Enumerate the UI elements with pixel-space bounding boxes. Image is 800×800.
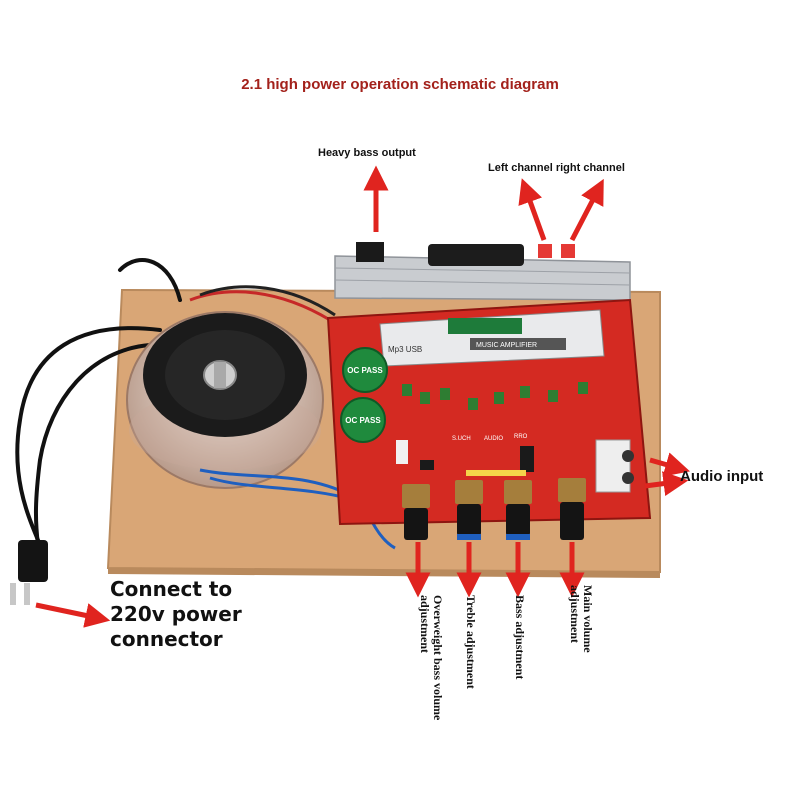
capacitor-1: OC PASS [342,347,388,393]
mp3-label: Mp3 USB [388,345,422,354]
arrow-left-channel [518,178,547,241]
audio-input-label: Audio input [680,468,764,485]
main-volume-label: Main volume adjustment [568,585,595,653]
audio-input-jacks [595,439,634,493]
power-label-line-2: 220v power [110,602,242,626]
heat-sink [334,244,631,301]
arrow-audio-input-1 [649,452,691,477]
svg-text:OC PASS: OC PASS [345,416,381,425]
power-cord [15,258,182,547]
toroidal-transformer [126,311,324,489]
knob-overweight-bass [402,484,430,540]
treble-adjustment-label: Treble adjustment [464,595,478,689]
left-channel-connector [538,244,552,258]
annotation-arrows [35,165,691,628]
silk-label-2: AUDIO [484,436,503,442]
power-label-line-1: Connect to [110,577,233,601]
module-label: MUSIC AMPLIFIER [476,342,537,349]
diagram-title: 2.1 high power operation schematic diagr… [241,76,559,93]
power-plug [10,540,48,605]
arrow-audio-input-2 [644,471,689,496]
silk-label-1: S.UCH [452,436,471,442]
knob-main-volume [558,478,586,540]
silk-label-3: RRO [514,434,528,440]
capacitor-2: OC PASS [340,397,386,443]
right-channel-connector [561,244,575,258]
left-right-channel-label: Left channel right channel [488,162,625,174]
bass-output-connector [356,242,384,262]
knob-bass [504,480,532,540]
arrow-power [35,602,111,628]
mp3-module: MUSIC AMPLIFIER Mp3 USB [379,309,605,367]
power-label-line-3: connector [110,627,223,651]
svg-text:OC PASS: OC PASS [347,366,383,375]
overweight-bass-volume-label: Overweight bass volume adjustment [418,595,445,721]
knob-treble [455,480,483,540]
board-components [396,382,588,476]
arrow-right-channel [569,178,604,242]
heavy-bass-output-label: Heavy bass output [318,147,416,159]
power-connector-label: Connect to 220v power connector [110,577,242,652]
bass-adjustment-label: Bass adjustment [513,595,527,680]
